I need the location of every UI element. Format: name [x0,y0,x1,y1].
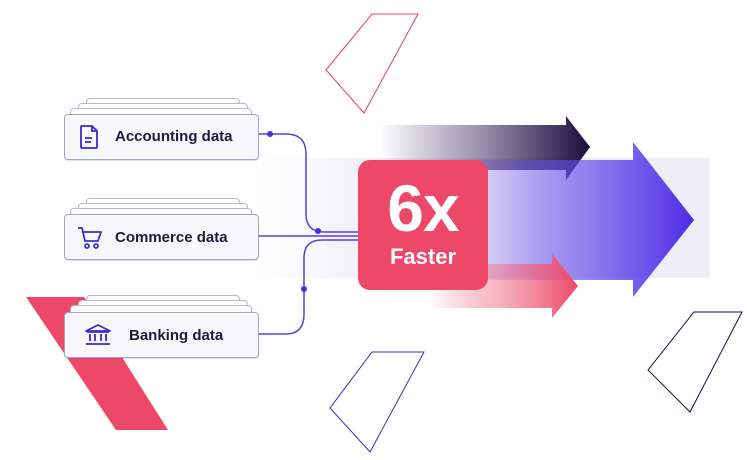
connector-dot-accounting [267,131,273,137]
bank-icon [85,324,111,345]
speed-multiplier: 6x [387,171,459,245]
commerce-card: Commerce data [64,214,259,260]
accounting-card: Accounting data [64,114,259,160]
shopping-cart-icon [78,227,102,249]
outline-parallelogram-top [325,13,419,114]
banking-card: Banking data [64,312,259,358]
document-icon [80,125,98,149]
speed-caption: Faster [389,244,457,269]
connector-dot-banking [301,286,307,292]
outline-parallelogram-right [647,311,743,413]
pink-diagonal-stripe [26,297,168,430]
banking-label: Banking data [129,327,224,344]
connector-dot-junction [315,228,321,234]
commerce-label: Commerce data [115,229,228,246]
speed-badge: 6x Faster [358,160,488,290]
purple-arrow [470,142,694,297]
outline-parallelogram-bottom [329,351,425,453]
accounting-label: Accounting data [115,128,233,145]
